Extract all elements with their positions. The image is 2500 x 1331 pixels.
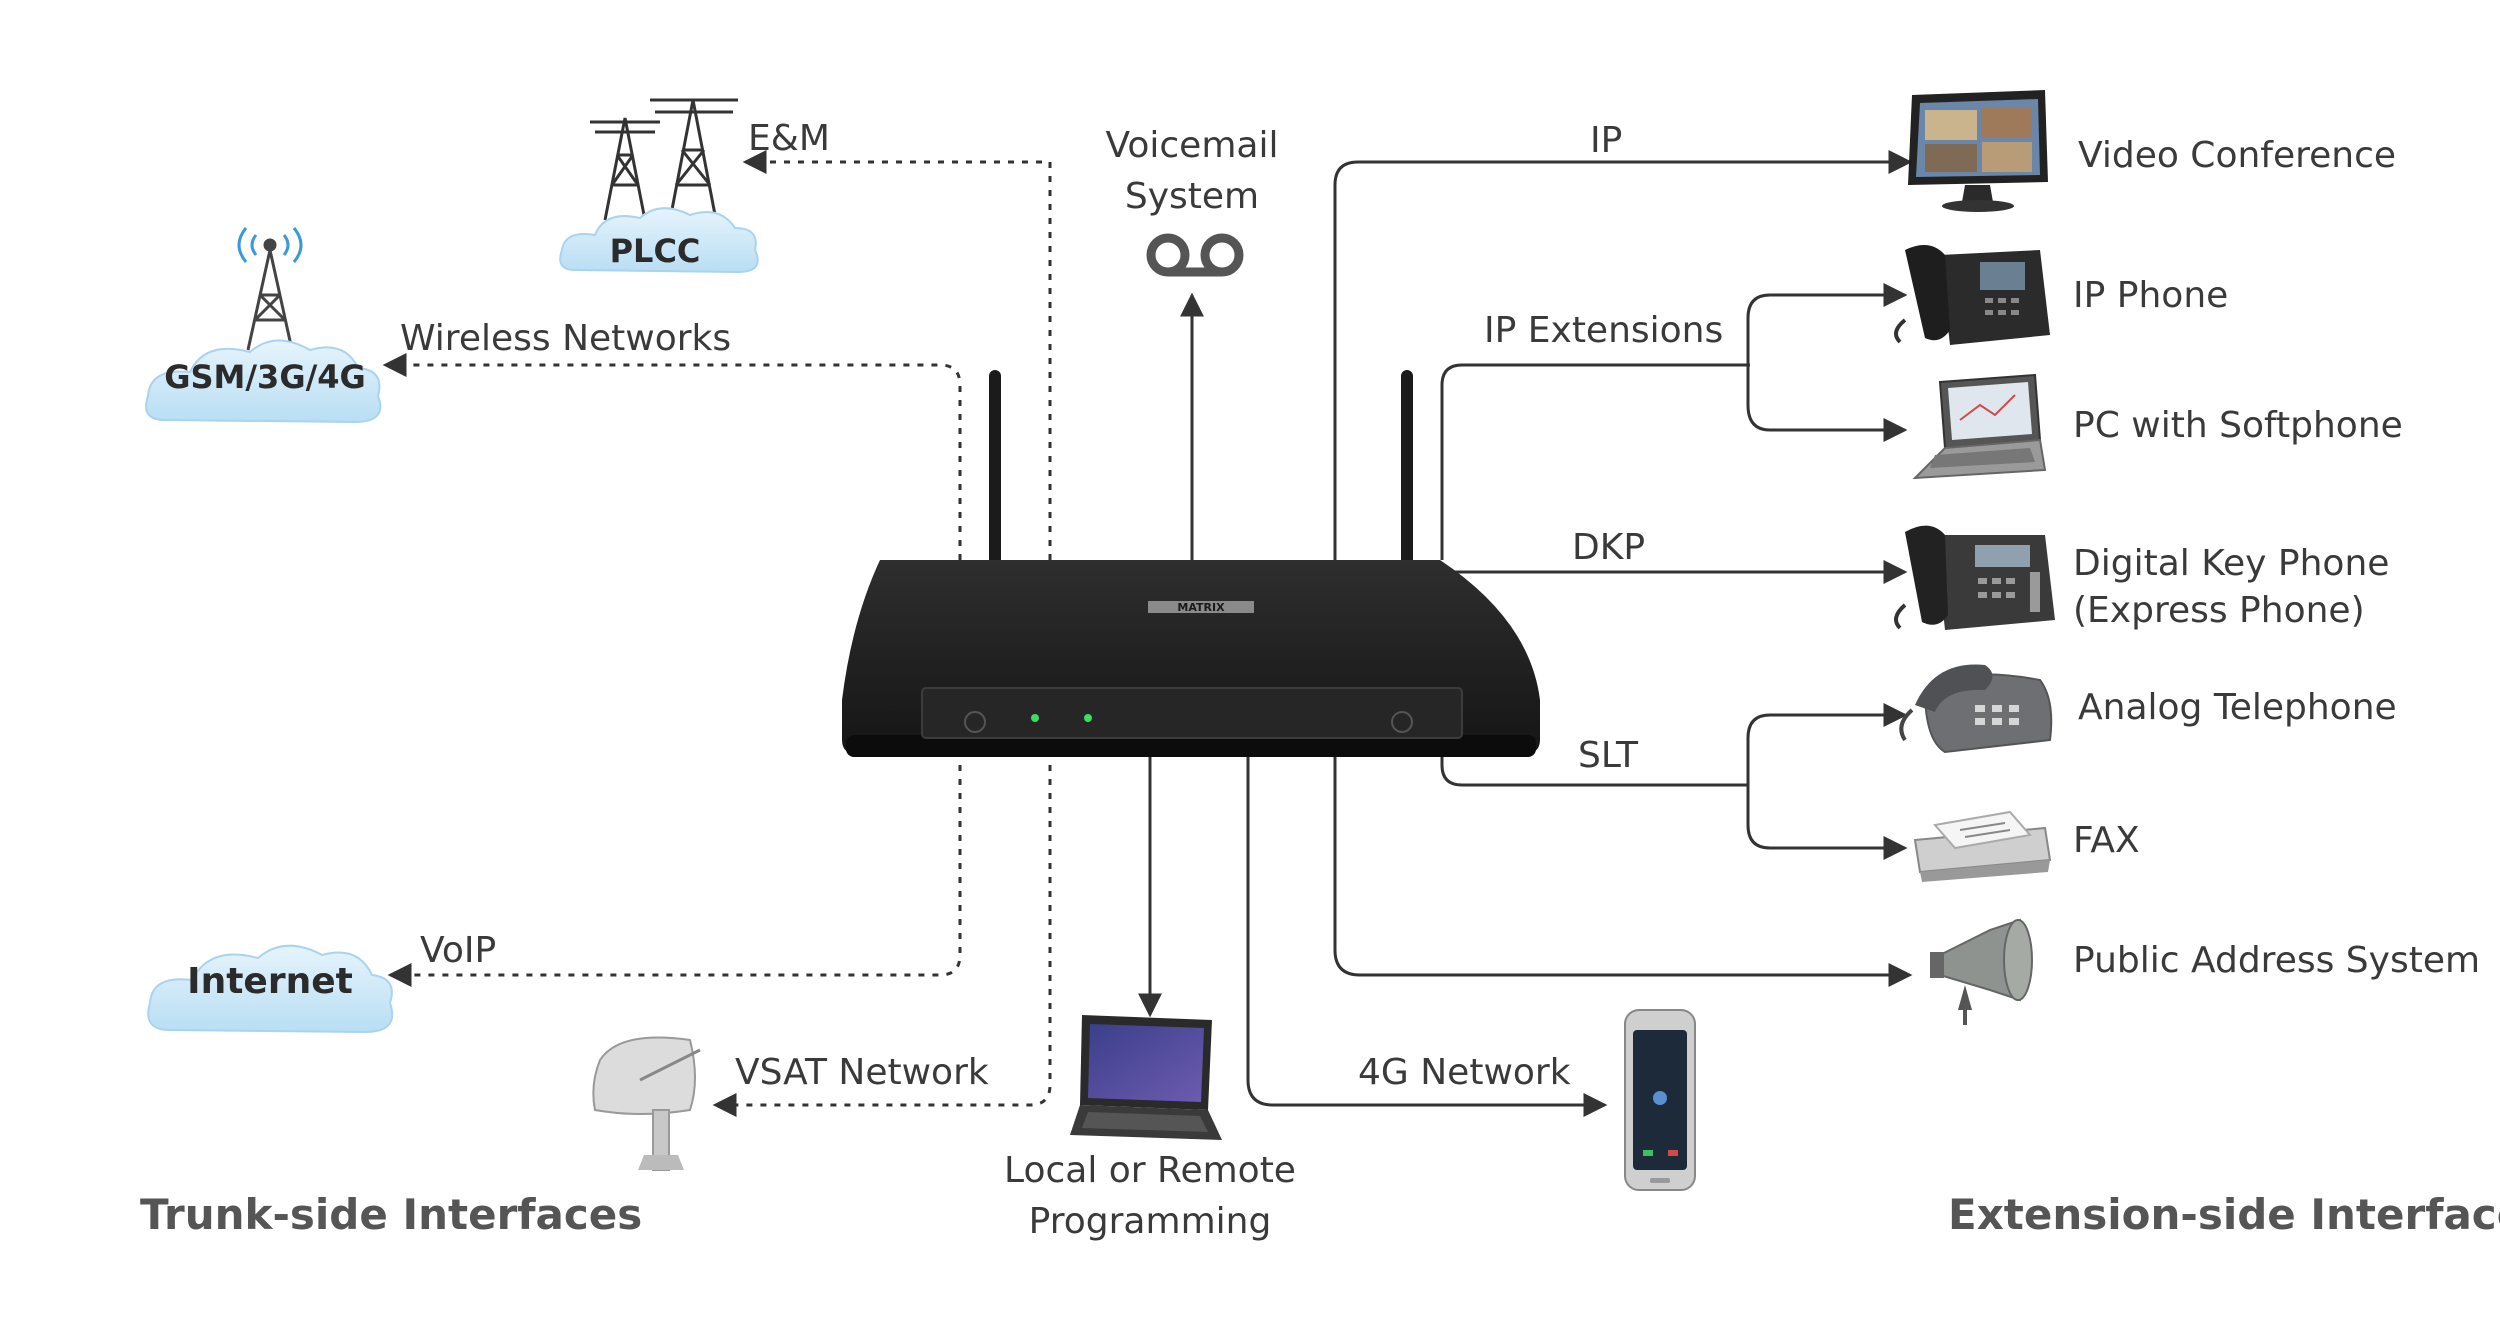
voip-label: VoIP: [420, 930, 497, 971]
internet-cloud-icon: Internet: [147, 944, 394, 1034]
plcc-cloud-label: PLCC: [610, 232, 701, 270]
plcc-tower-icon: [590, 98, 738, 221]
ip-phone-label: IP Phone: [2073, 275, 2229, 316]
video-conference-label: Video Conference: [2078, 135, 2397, 176]
gsm-cloud-label: GSM/3G/4G: [164, 358, 366, 396]
digital-key-phone-line2: (Express Phone): [2073, 590, 2365, 632]
smartphone-icon: [1624, 1009, 1696, 1191]
connection-lines: [382, 150, 1913, 1117]
line-4g: [1246, 755, 1608, 1117]
satellite-dish-icon: [592, 1036, 701, 1171]
ip-label: IP: [1590, 120, 1623, 161]
digital-key-phone-icon: [1894, 525, 2055, 630]
line-em: [742, 150, 1052, 560]
public-address-label: Public Address System: [2073, 940, 2481, 981]
line-vsat: [712, 765, 1052, 1117]
dkp-label: DKP: [1572, 527, 1646, 568]
ip-phone-icon: [1894, 245, 2050, 345]
em-label: E&M: [748, 118, 830, 159]
laptop-icon: [1070, 1015, 1222, 1140]
public-address-speaker-icon: [1930, 918, 2033, 1025]
extension-side-heading: Extension-side Interfaces: [1948, 1190, 2500, 1239]
vsat-network-label: VSAT Network: [735, 1052, 989, 1093]
programming-label-line2: Programming: [1028, 1201, 1272, 1243]
line-wireless: [382, 353, 962, 560]
voicemail-icon: [1146, 233, 1244, 277]
voicemail-label-line1: Voicemail: [1105, 125, 1279, 166]
internet-cloud-label: Internet: [187, 961, 353, 1002]
gsm-tower-icon: [237, 227, 303, 351]
video-conference-icon: [1908, 90, 2048, 212]
pc-softphone-icon: [1912, 373, 2047, 480]
programming-label: Local or Remote Programming: [1000, 1150, 1300, 1243]
gsm-cloud-icon: GSM/3G/4G: [145, 339, 382, 424]
voicemail-label-line2: System: [1124, 176, 1260, 218]
digital-key-phone-line1: Digital Key Phone: [2073, 543, 2390, 584]
pc-softphone-label: PC with Softphone: [2073, 405, 2403, 446]
line-ip-split: [1746, 283, 1908, 442]
network-4g-label: 4G Network: [1358, 1052, 1571, 1093]
line-ip: [1333, 150, 1913, 560]
plcc-cloud-icon: PLCC: [559, 207, 759, 274]
trunk-side-heading: Trunk-side Interfaces: [140, 1190, 643, 1239]
device-brand: MATRIX: [1177, 601, 1225, 614]
voicemail-label: Voicemail System: [1092, 125, 1292, 218]
analog-telephone-label: Analog Telephone: [2078, 687, 2397, 728]
digital-key-phone-label: Digital Key Phone (Express Phone): [2073, 543, 2389, 632]
programming-label-line1: Local or Remote: [1004, 1150, 1296, 1191]
analog-telephone-icon: [1899, 664, 2053, 754]
fax-label: FAX: [2073, 820, 2140, 861]
line-public-address: [1333, 755, 1913, 987]
antenna-left: [989, 370, 1001, 570]
line-ip-extensions: [1440, 363, 1750, 560]
line-slt: [1440, 755, 1748, 787]
line-slt-split: [1746, 703, 1908, 860]
matrix-gateway-device: MATRIX: [842, 370, 1540, 757]
ip-extensions-label: IP Extensions: [1484, 310, 1724, 351]
antenna-right: [1401, 370, 1413, 570]
wireless-networks-label: Wireless Networks: [400, 318, 732, 359]
slt-label: SLT: [1578, 735, 1638, 776]
fax-icon: [1913, 810, 2052, 882]
